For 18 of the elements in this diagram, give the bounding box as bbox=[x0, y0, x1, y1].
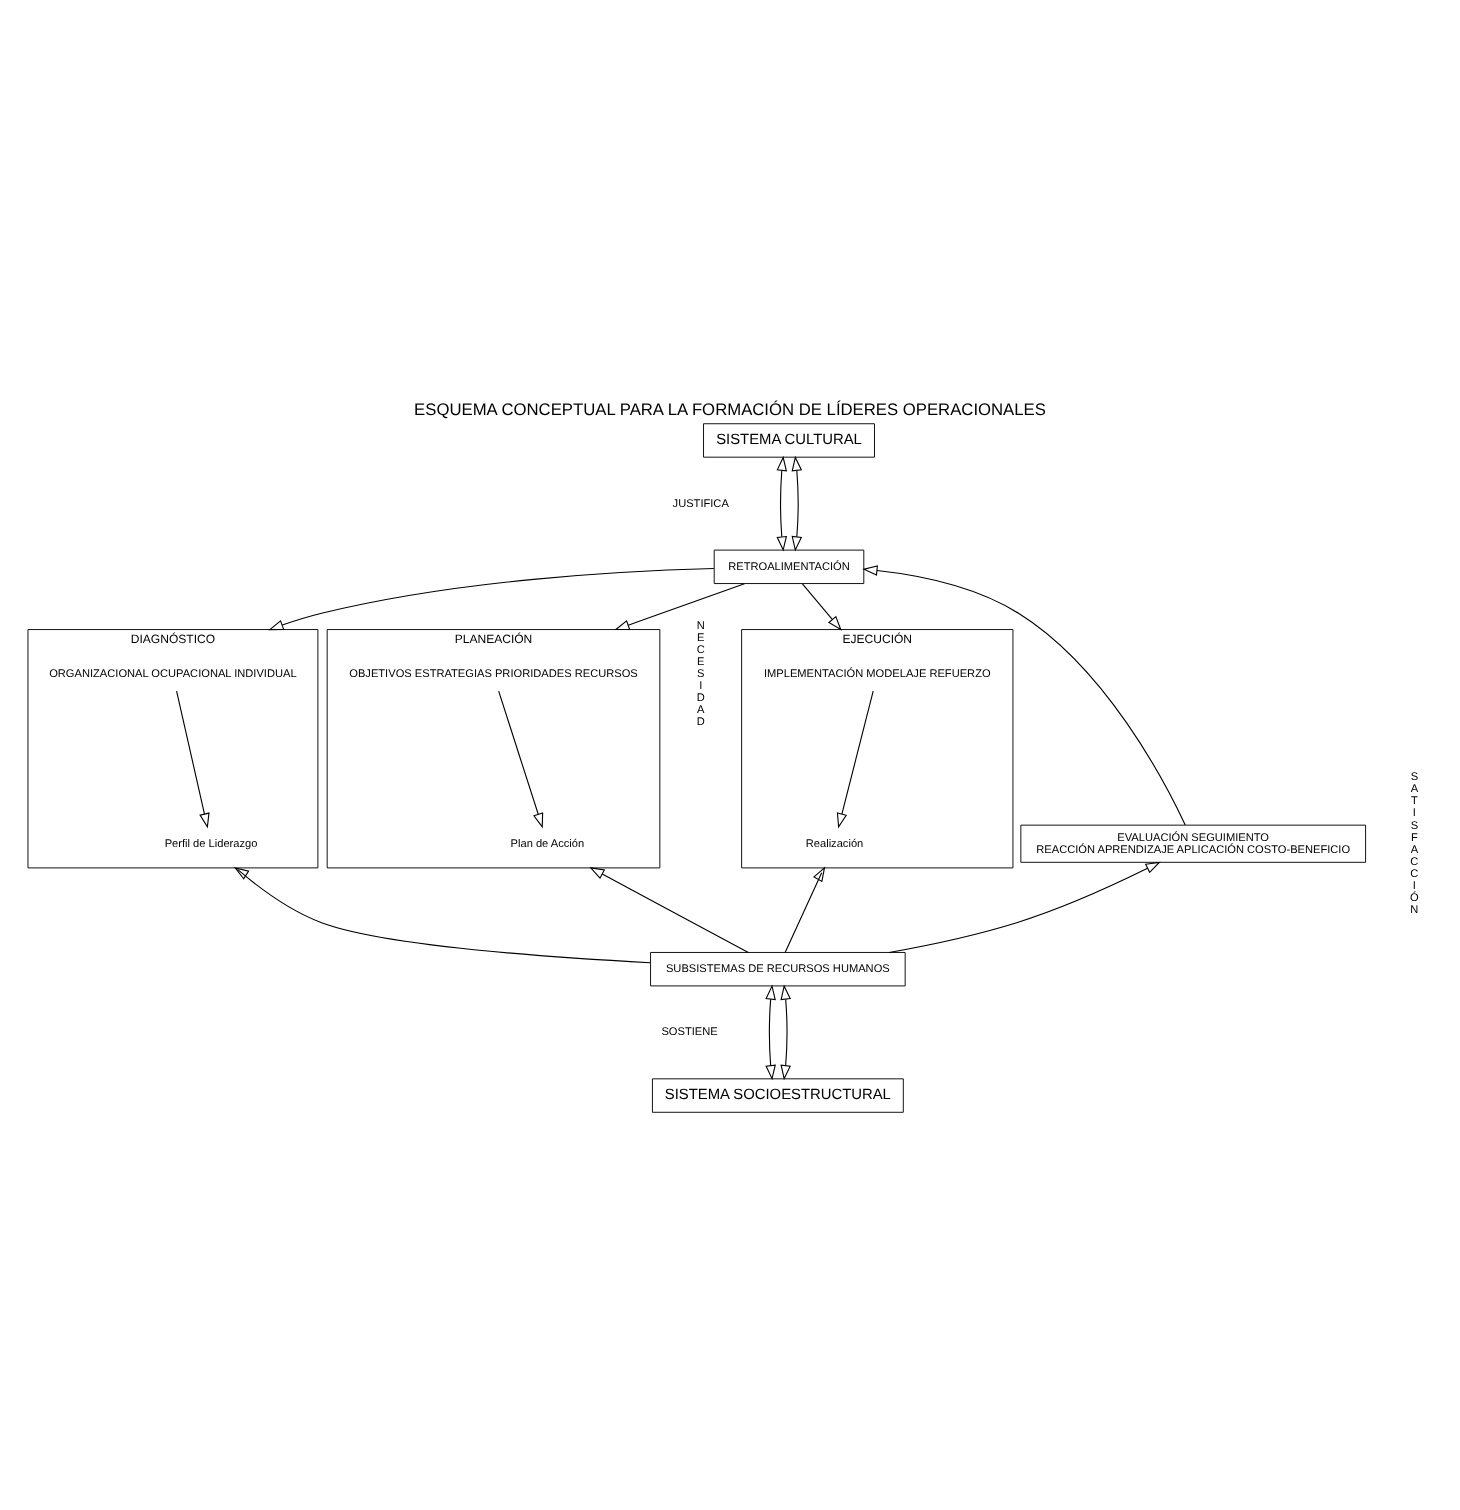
arrow bbox=[780, 984, 791, 1081]
arrow bbox=[233, 867, 651, 964]
diagram-title: ESQUEMA CONCEPTUAL PARA LA FORMACIÓN DE LÍDERES OPERACIONALES bbox=[414, 398, 1046, 419]
arrow bbox=[268, 567, 715, 631]
arrow bbox=[614, 583, 745, 631]
arrow bbox=[836, 690, 874, 829]
arrow bbox=[801, 583, 842, 631]
arrow bbox=[589, 867, 749, 953]
arrow bbox=[498, 690, 544, 829]
node-box: SISTEMA CULTURAL bbox=[703, 423, 875, 458]
arrow bbox=[888, 861, 1161, 953]
arrow bbox=[791, 455, 803, 552]
arrow bbox=[784, 866, 826, 953]
arrow bbox=[776, 455, 788, 552]
node-box: SISTEMA SOCIOESTRUCTURAL bbox=[651, 1078, 904, 1113]
arrow bbox=[765, 984, 776, 1081]
arrow bbox=[862, 565, 1186, 826]
arrow bbox=[176, 690, 210, 829]
